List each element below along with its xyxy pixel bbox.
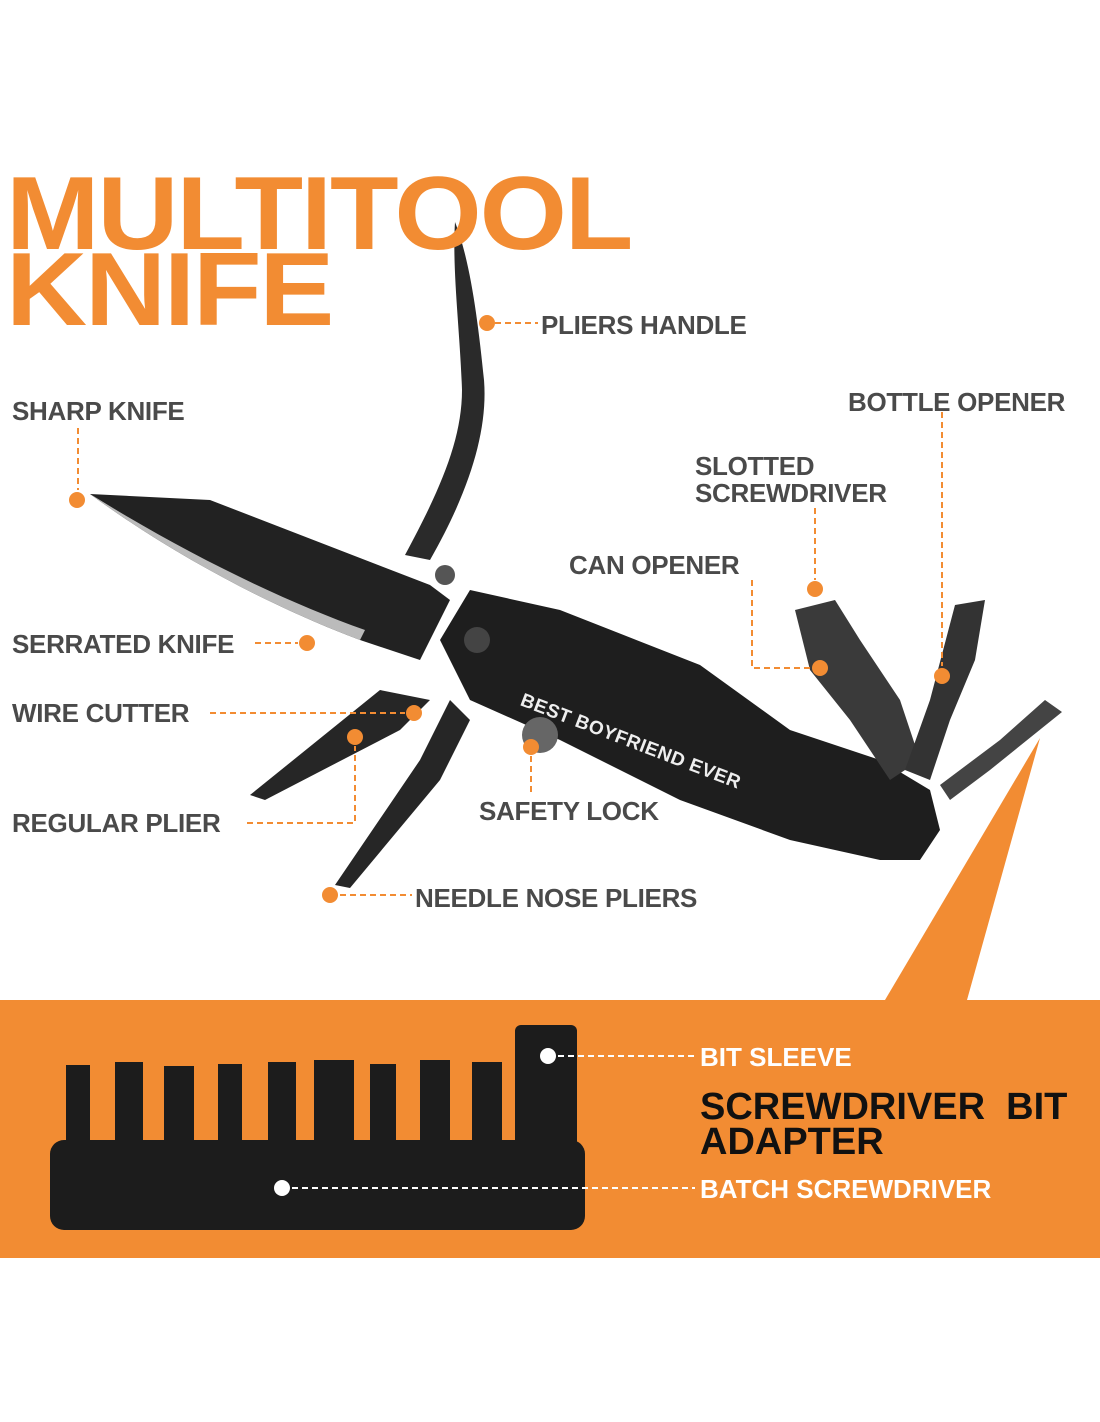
needle-nose-jaw (335, 700, 470, 888)
callout-wedge (885, 738, 1040, 1000)
heading-adapter-2: ADAPTER (700, 1121, 884, 1163)
label-pliers-handle: PLIERS HANDLE (541, 310, 747, 340)
label-wire-cutter: WIRE CUTTER (12, 698, 190, 728)
bit-set (50, 1025, 585, 1230)
label-bit-sleeve: BIT SLEEVE (700, 1042, 852, 1072)
title-line-1: MULTITOOL (6, 156, 633, 272)
heading-adapter-1: SCREWDRIVER BIT (700, 1086, 1068, 1128)
label-slotted-screwdriver-1: SLOTTED (695, 451, 815, 481)
bottle-opener-shape (905, 600, 985, 780)
handle-body (440, 590, 940, 860)
label-can-opener: CAN OPENER (569, 550, 740, 580)
bit-sleeve-shape (515, 1025, 577, 1225)
pliers-handle-shape (405, 222, 485, 560)
label-batch-screwdriver: BATCH SCREWDRIVER (700, 1174, 992, 1204)
label-slotted-screwdriver-2: SCREWDRIVER (695, 478, 887, 508)
label-bottle-opener: BOTTLE OPENER (848, 387, 1066, 417)
title-line-2: KNIFE (6, 232, 334, 348)
label-regular-plier: REGULAR PLIER (12, 808, 221, 838)
knife-blade-shape (90, 494, 450, 660)
can-opener-shape (795, 600, 920, 780)
label-serrated-knife: SERRATED KNIFE (12, 629, 235, 659)
screwdriver-blade-shape (940, 700, 1062, 800)
label-sharp-knife: SHARP KNIFE (12, 396, 185, 426)
label-safety-lock: SAFETY LOCK (479, 796, 659, 826)
label-needle-nose-pliers: NEEDLE NOSE PLIERS (415, 883, 698, 913)
wire-cutter-jaw (250, 690, 430, 800)
